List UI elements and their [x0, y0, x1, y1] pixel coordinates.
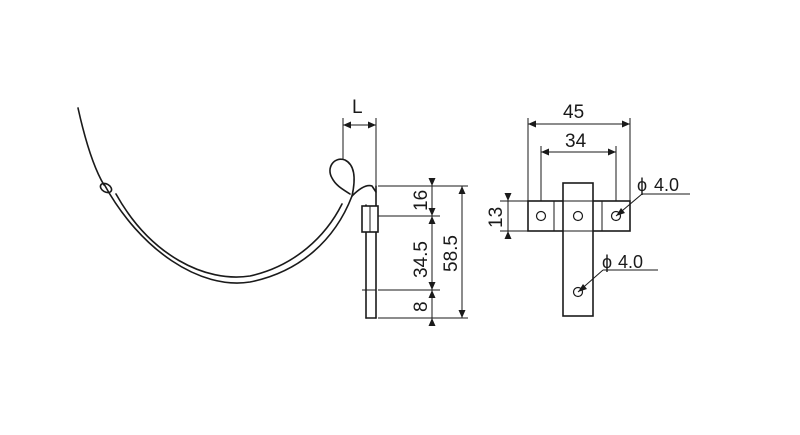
strap-outer — [103, 183, 353, 284]
dimension-13: 13 — [486, 193, 528, 239]
hook-curl — [329, 158, 355, 197]
dim-13: 13 — [486, 207, 507, 228]
dim-l-label: L — [352, 97, 363, 118]
phi-symbol-1: ϕ — [637, 175, 647, 195]
hanger-wire — [77, 107, 105, 186]
dim-58-5: 58.5 — [441, 235, 462, 272]
dim-45: 45 — [563, 102, 584, 123]
strap-inner — [115, 193, 343, 278]
hanger-side-view — [77, 107, 379, 319]
dim-hole-lower: 4.0 — [618, 252, 643, 272]
dim-hole-side: 4.0 — [654, 175, 679, 195]
bracket-front-view — [527, 182, 631, 317]
vertical-dimensions: 16 34.5 8 58.5 — [378, 178, 468, 326]
leader-hole-side: ϕ 4.0 — [615, 175, 690, 217]
dim-16: 16 — [411, 190, 432, 211]
dimension-l: L — [342, 97, 377, 186]
dimension-34: 34 — [540, 131, 617, 201]
hole-left — [535, 210, 547, 222]
dim-8: 8 — [411, 301, 432, 312]
dim-34: 34 — [565, 131, 587, 152]
hook-neck — [351, 184, 377, 197]
dimension-45: 45 — [527, 102, 631, 201]
leader-hole-lower: ϕ 4.0 — [577, 252, 658, 293]
hole-center — [572, 210, 584, 222]
dim-34-5: 34.5 — [411, 241, 432, 278]
phi-symbol-2: ϕ — [602, 252, 612, 272]
wire-loop — [99, 182, 113, 194]
